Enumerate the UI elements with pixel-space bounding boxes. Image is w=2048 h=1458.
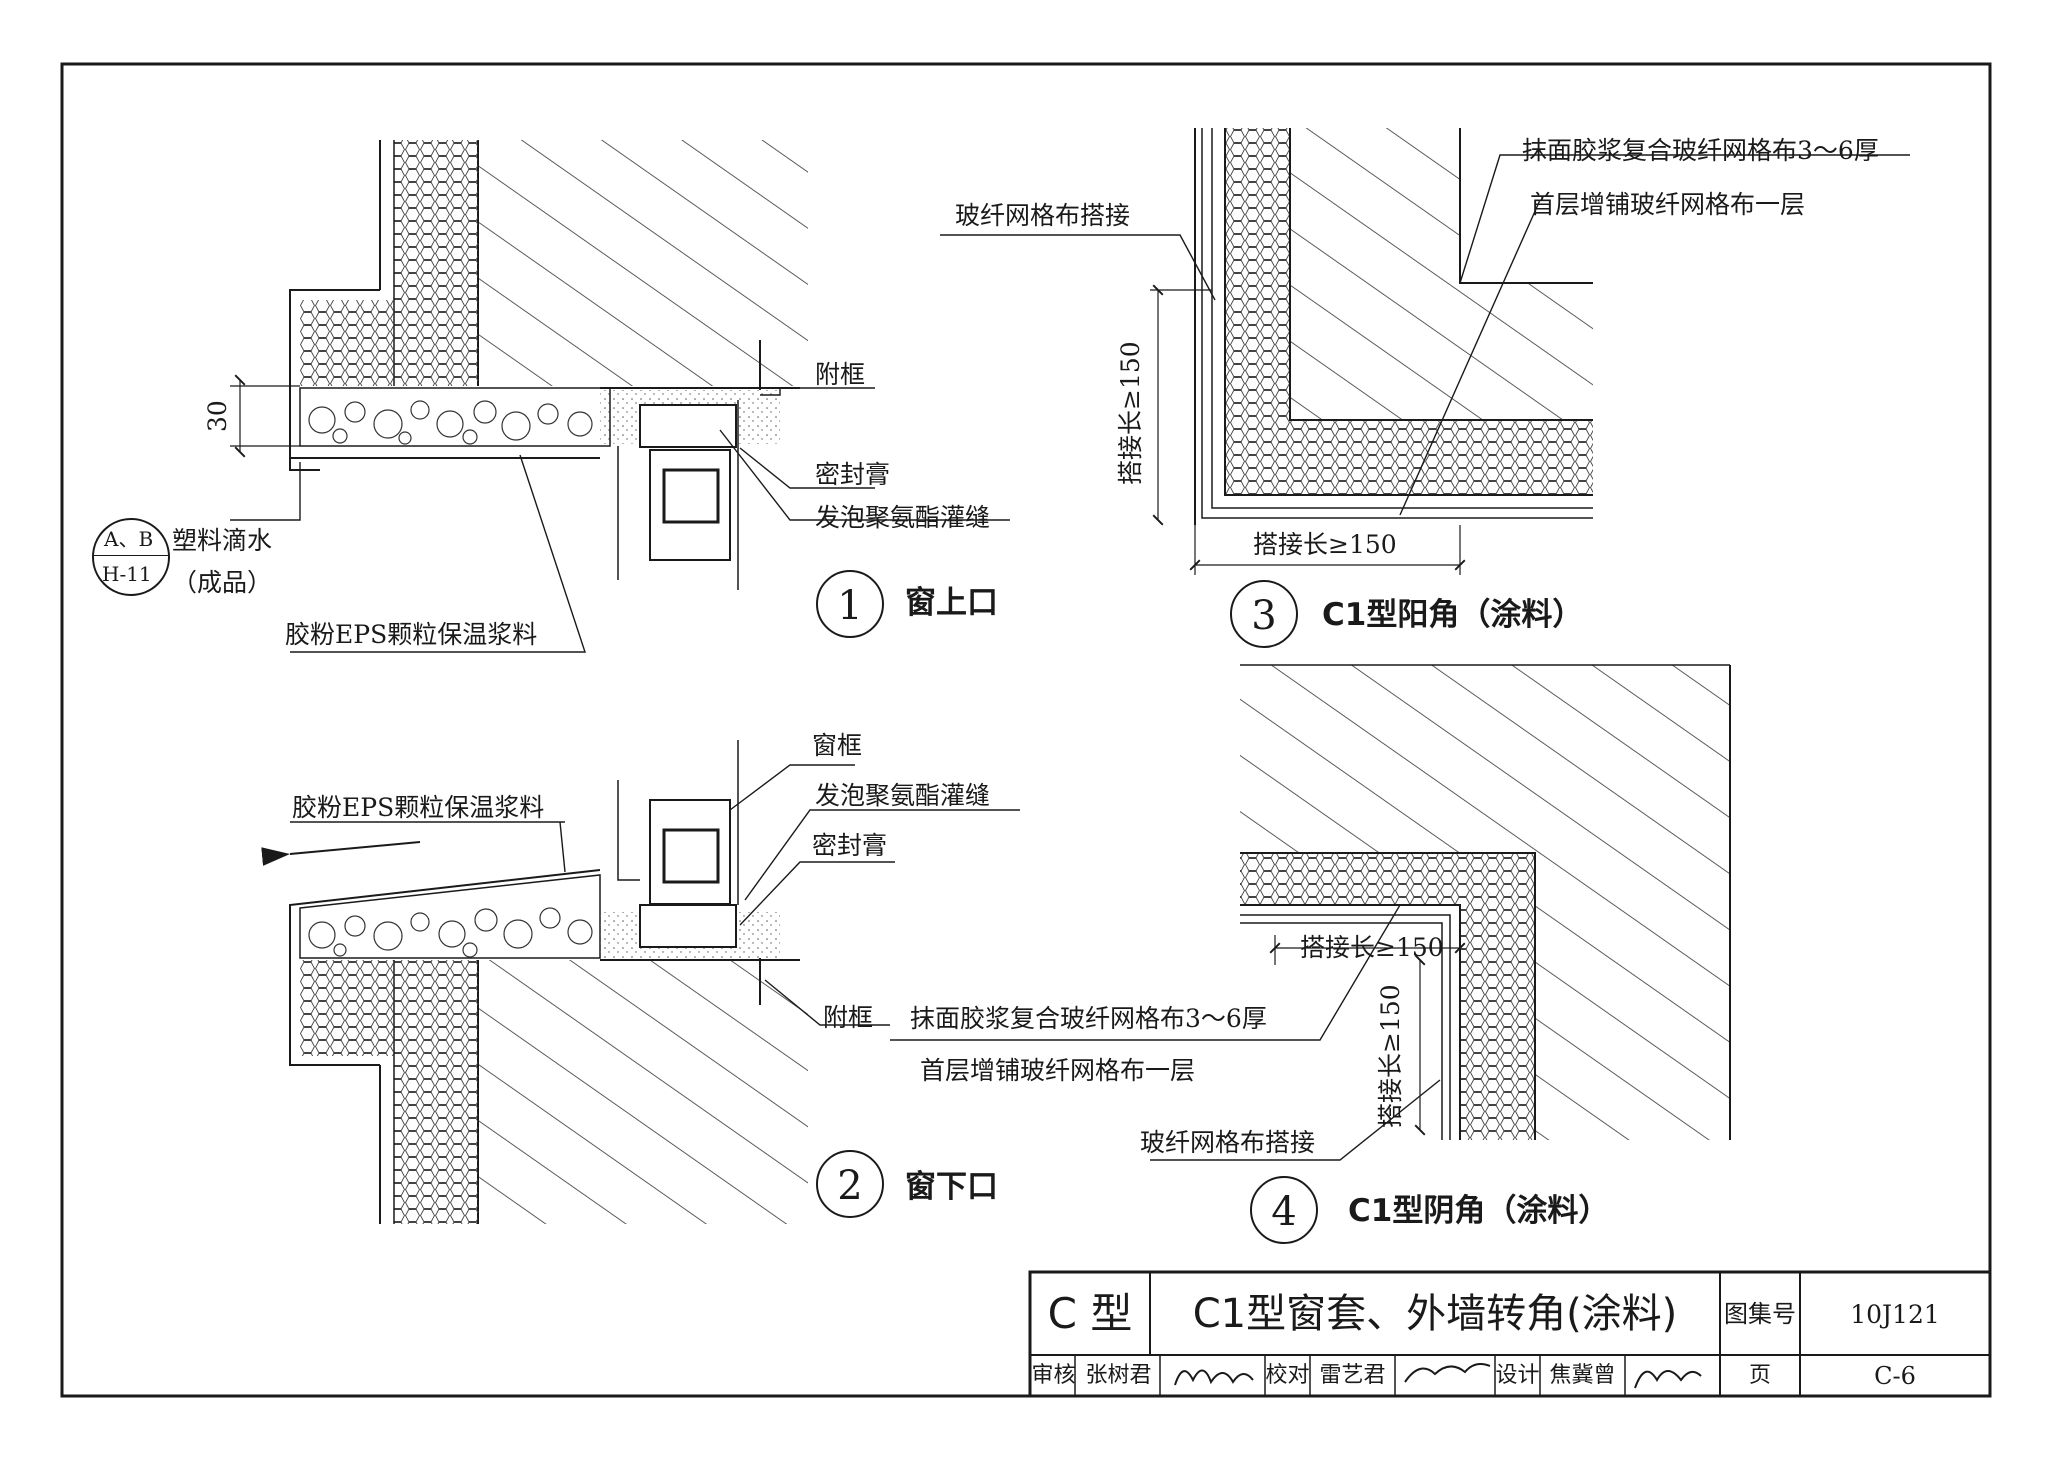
d3-first-floor-mesh-label: 首层增铺玻纤网格布一层 xyxy=(1530,190,1806,219)
detail-2-drawing xyxy=(261,740,1020,1224)
d4-overlap-vertical: 搭接长≥150 xyxy=(1376,984,1405,1128)
d1-plastic-drip-label: 塑料滴水 xyxy=(172,526,273,555)
detail-2-concrete xyxy=(478,960,808,1224)
tb-review-label: 审核 xyxy=(1031,1362,1076,1388)
detail-2-insulation xyxy=(394,960,478,1224)
d1-sub-frame-label: 附框 xyxy=(815,360,866,389)
detail-3-drawing xyxy=(940,128,1910,575)
d4-first-floor-mesh-label: 首层增铺玻纤网格布一层 xyxy=(920,1056,1196,1085)
detail-4-number: 4 xyxy=(1250,1176,1318,1244)
tb-reviewer: 张树君 xyxy=(1085,1362,1152,1388)
detail-1-title: 窗上口 xyxy=(905,585,998,621)
d3-mesh-overlap-label: 玻纤网格布搭接 xyxy=(955,201,1131,230)
detail-4-drawing xyxy=(890,664,1731,1161)
title-block-grid xyxy=(1028,1270,1992,1398)
detail-1-insulation xyxy=(394,140,478,386)
detail-2-number: 2 xyxy=(816,1150,884,1218)
tb-type: C 型 xyxy=(1047,1289,1133,1338)
detail-2-upper-insulation xyxy=(300,960,394,1056)
detail-3-number: 3 xyxy=(1230,580,1298,648)
d3-overlap-vertical: 搭接长≥150 xyxy=(1116,341,1145,485)
d2-sealant-label: 密封膏 xyxy=(812,831,888,860)
tb-check-label: 校对 xyxy=(1265,1362,1310,1388)
detail-2-sub-frame xyxy=(639,904,737,948)
d4-mesh-overlap-label: 玻纤网格布搭接 xyxy=(1140,1128,1316,1157)
d1-dim-30: 30 xyxy=(203,400,232,432)
d2-sub-frame-label: 附框 xyxy=(823,1003,874,1032)
d2-window-frame-label: 窗框 xyxy=(812,731,863,760)
detail-1-upper-insulation xyxy=(300,300,394,386)
d1-drip-ref-symbol: A、B H-11 xyxy=(92,518,170,596)
detail-4-title: C1型阴角（涂料） xyxy=(1348,1193,1610,1229)
detail-1-drawing xyxy=(230,140,1010,653)
d4-overlap-horizontal: 搭接长≥150 xyxy=(1300,933,1444,962)
detail-1-sub-frame xyxy=(639,404,737,448)
d1-drip-ref-bottom: H-11 xyxy=(102,562,152,586)
tb-page-label: 页 xyxy=(1748,1362,1771,1388)
detail-3-concrete xyxy=(1290,128,1593,420)
detail-2-title: 窗下口 xyxy=(905,1169,998,1205)
d3-plaster-mesh-label: 抹面胶浆复合玻纤网格布3～6厚 xyxy=(1522,136,1879,165)
tb-atlas-no: 10J121 xyxy=(1850,1299,1940,1329)
sheet-border xyxy=(60,62,1992,1398)
d2-eps-mortar-label: 胶粉EPS颗粒保温浆料 xyxy=(292,793,545,822)
signature-marks xyxy=(1174,1363,1702,1389)
tb-drawing-title: C1型窗套、外墙转角(涂料) xyxy=(1192,1291,1678,1337)
detail-4-insulation xyxy=(1240,853,1535,1140)
tb-page: C-6 xyxy=(1874,1361,1916,1390)
tb-design-label: 设计 xyxy=(1495,1362,1540,1388)
d1-sealant-label: 密封膏 xyxy=(815,460,891,489)
tb-checker: 雷艺君 xyxy=(1319,1362,1386,1388)
d1-drip-ref-top: A、B xyxy=(104,527,154,551)
d1-eps-mortar-label: 胶粉EPS颗粒保温浆料 xyxy=(285,620,538,649)
tb-atlas-no-label: 图集号 xyxy=(1724,1300,1796,1328)
detail-3-insulation xyxy=(1225,128,1593,495)
d4-plaster-mesh-label: 抹面胶浆复合玻纤网格布3～6厚 xyxy=(910,1004,1267,1033)
d3-overlap-horizontal: 搭接长≥150 xyxy=(1253,530,1397,559)
tb-designer: 焦冀曾 xyxy=(1549,1362,1616,1388)
detail-1-concrete xyxy=(478,140,808,386)
detail-3-title: C1型阳角（涂料） xyxy=(1322,597,1584,633)
detail-1-number: 1 xyxy=(816,570,884,638)
detail-4-concrete xyxy=(1240,665,1730,1140)
d1-pu-foam-label: 发泡聚氨酯灌缝 xyxy=(815,503,991,532)
d1-finished-label: （成品） xyxy=(172,568,273,597)
d2-pu-foam-label: 发泡聚氨酯灌缝 xyxy=(815,781,991,810)
